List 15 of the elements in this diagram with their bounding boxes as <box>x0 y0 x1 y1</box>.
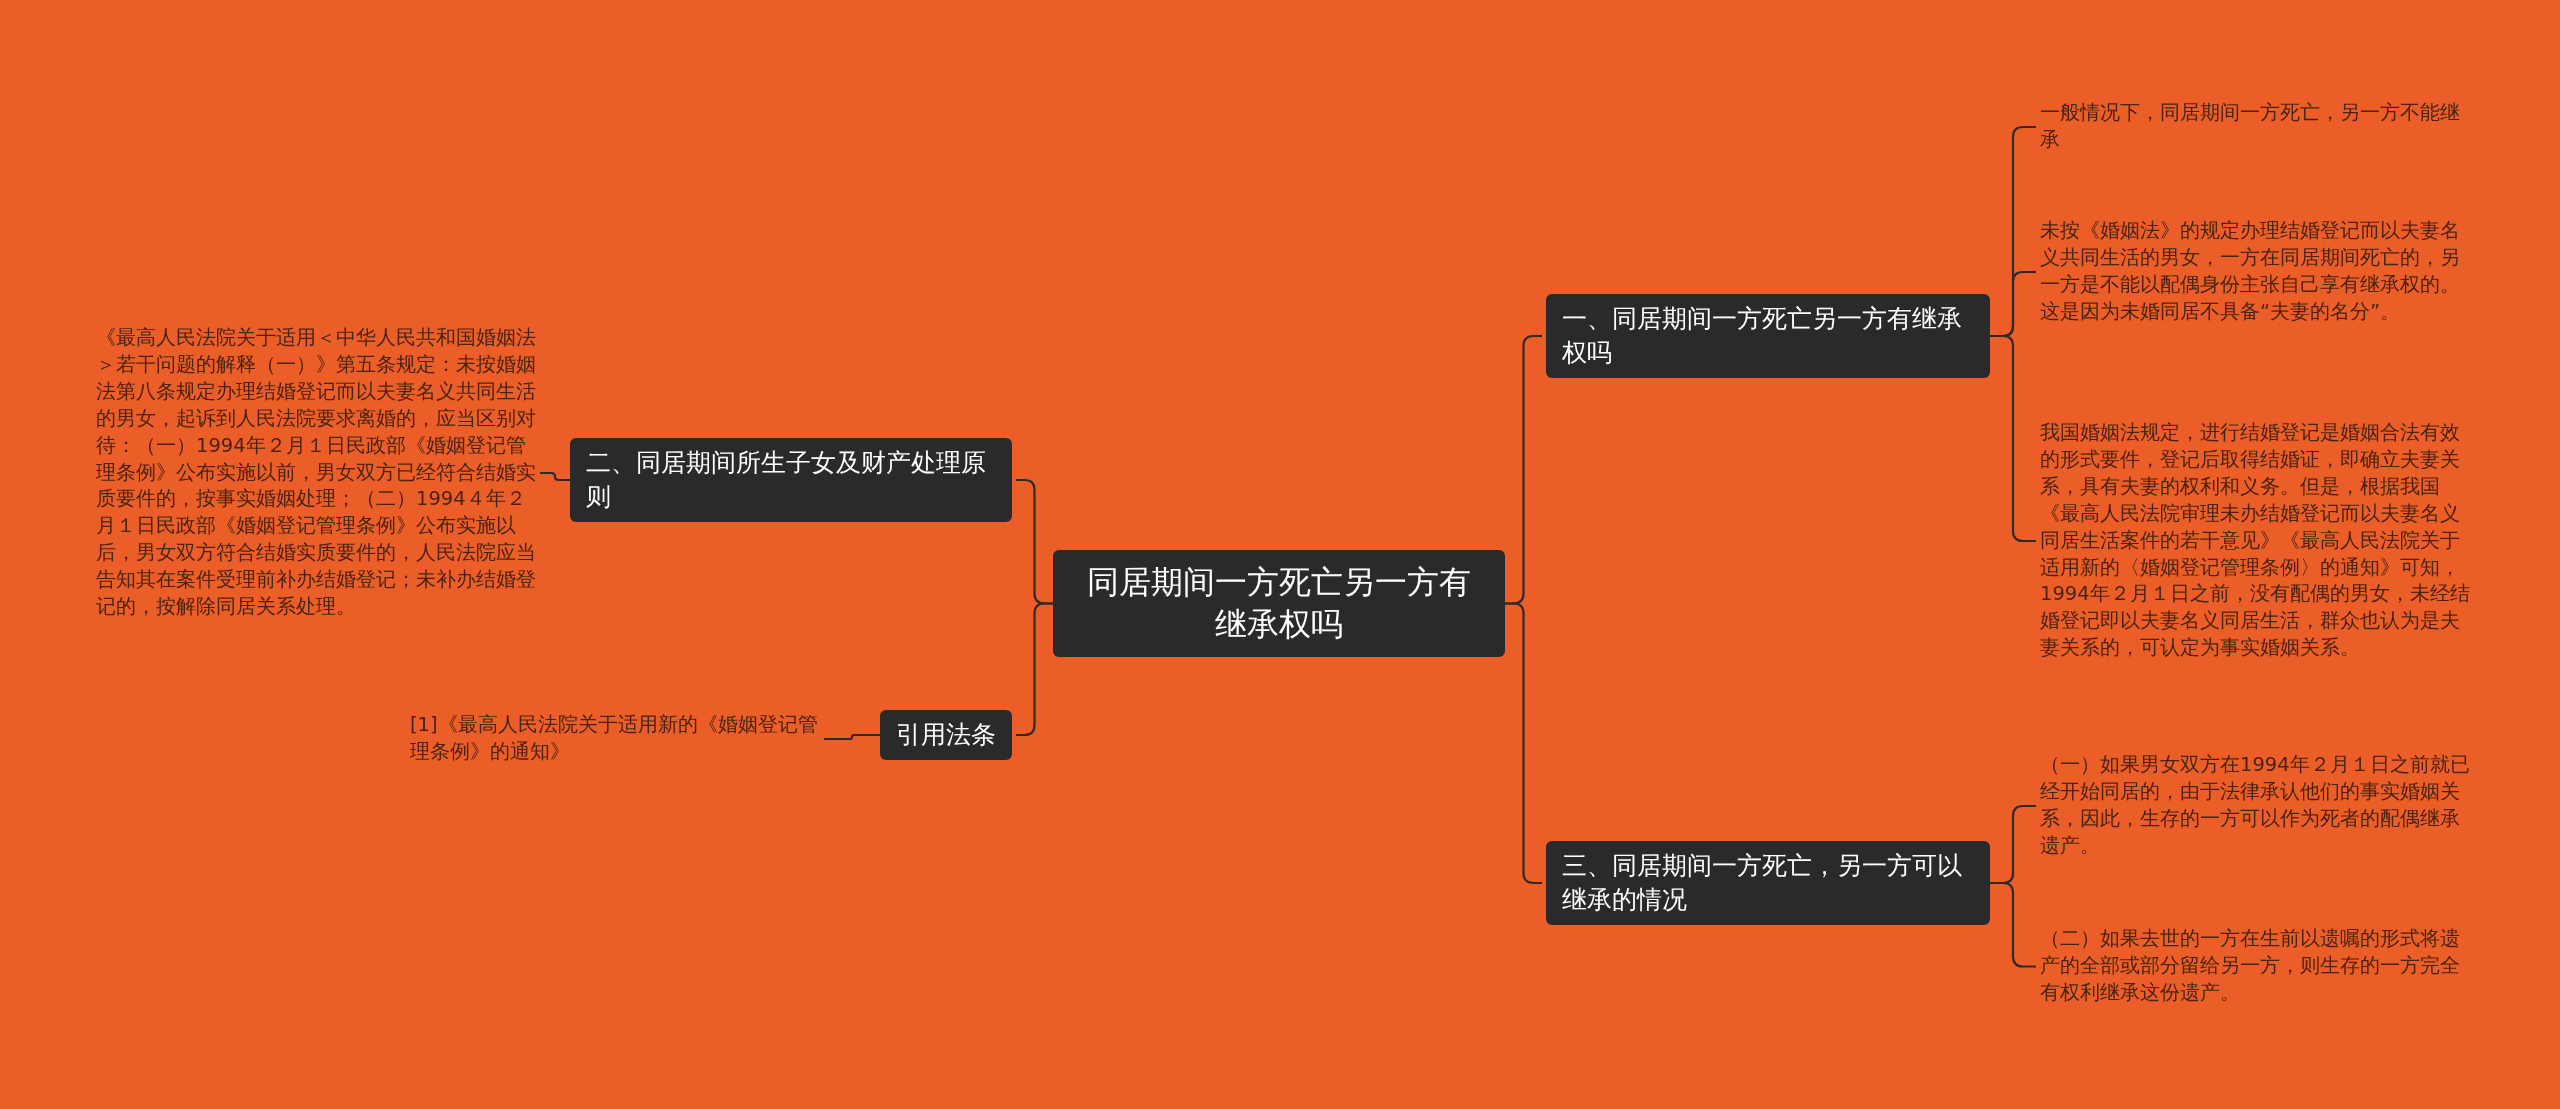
note-text: 未按《婚姻法》的规定办理结婚登记而以夫妻名义共同生活的男女，一方在同居期间死亡的，另一方是不能以配偶身份主张自己享有继承权的。这是因为未婚同居不具备“夫妻的名分”。 <box>2040 218 2470 326</box>
central-topic: 同居期间一方死亡另一方有继承权吗 <box>1053 550 1505 658</box>
topic-box: 三、同居期间一方死亡，另一方可以继承的情况 <box>1546 841 1990 925</box>
connector-line <box>824 733 880 741</box>
note-text: （一）如果男女双方在1994年２月１日之前就已经开始同居的，由于法律承认他们的事实婚姻关系，因此，生存的一方可以作为死者的配偶继承遗产。 <box>2040 752 2470 860</box>
note-text: 一般情况下，同居期间一方死亡，另一方不能继承 <box>2040 100 2470 154</box>
note-text: 《最高人民法院关于适用＜中华人民共和国婚姻法＞若干问题的解释（一）》第五条规定：未按婚姻法第八条规定办理结婚登记而以夫妻名义共同生活的男女，起诉到人民法院要求离婚的，应当区别对待：（一）1994年２月１日民政部《婚姻登记管理条例》公布实施以前，男女双方已经符合结婚实质要件的，按事实婚姻处理；（二）1994４年２月１日民政部《婚姻登记管理条例》公布实施以后，男女双方符合结婚实质要件的，人民法院应当告知其在案件受理前补办结婚登记；未补办结婚登记的，按解除同居关系处理。 <box>96 325 536 621</box>
connector-line <box>540 471 570 482</box>
topic-box: 一、同居期间一方死亡另一方有继承权吗 <box>1546 294 1990 378</box>
topic-box: 引用法条 <box>880 710 1012 760</box>
topic-box: 二、同居期间所生子女及财产处理原则 <box>570 438 1012 522</box>
connector-line <box>1505 602 1542 885</box>
note-text: （二）如果去世的一方在生前以遗嘱的形式将遗产的全部或部分留给另一方，则生存的一方完全有权利继承这份遗产。 <box>2040 926 2470 1007</box>
note-text: 我国婚姻法规定，进行结婚登记是婚姻合法有效的形式要件，登记后取得结婚证，即确立夫妻关系，具有夫妻的权利和义务。但是，根据我国《最高人民法院审理未办结婚登记而以夫妻名义同居生活案件的若干意见》《最高人民法院关于适用新的〈婚姻登记管理条例〉的通知》可知，1994年２月１日之前，没有配偶的男女，未经结婚登记即以夫妻名义同居生活，群众也认为是夫妻关系的，可认定为事实婚姻关系。 <box>2040 420 2470 663</box>
note-text: [1]《最高人民法院关于适用新的《婚姻登记管理条例》的通知》 <box>410 712 820 766</box>
